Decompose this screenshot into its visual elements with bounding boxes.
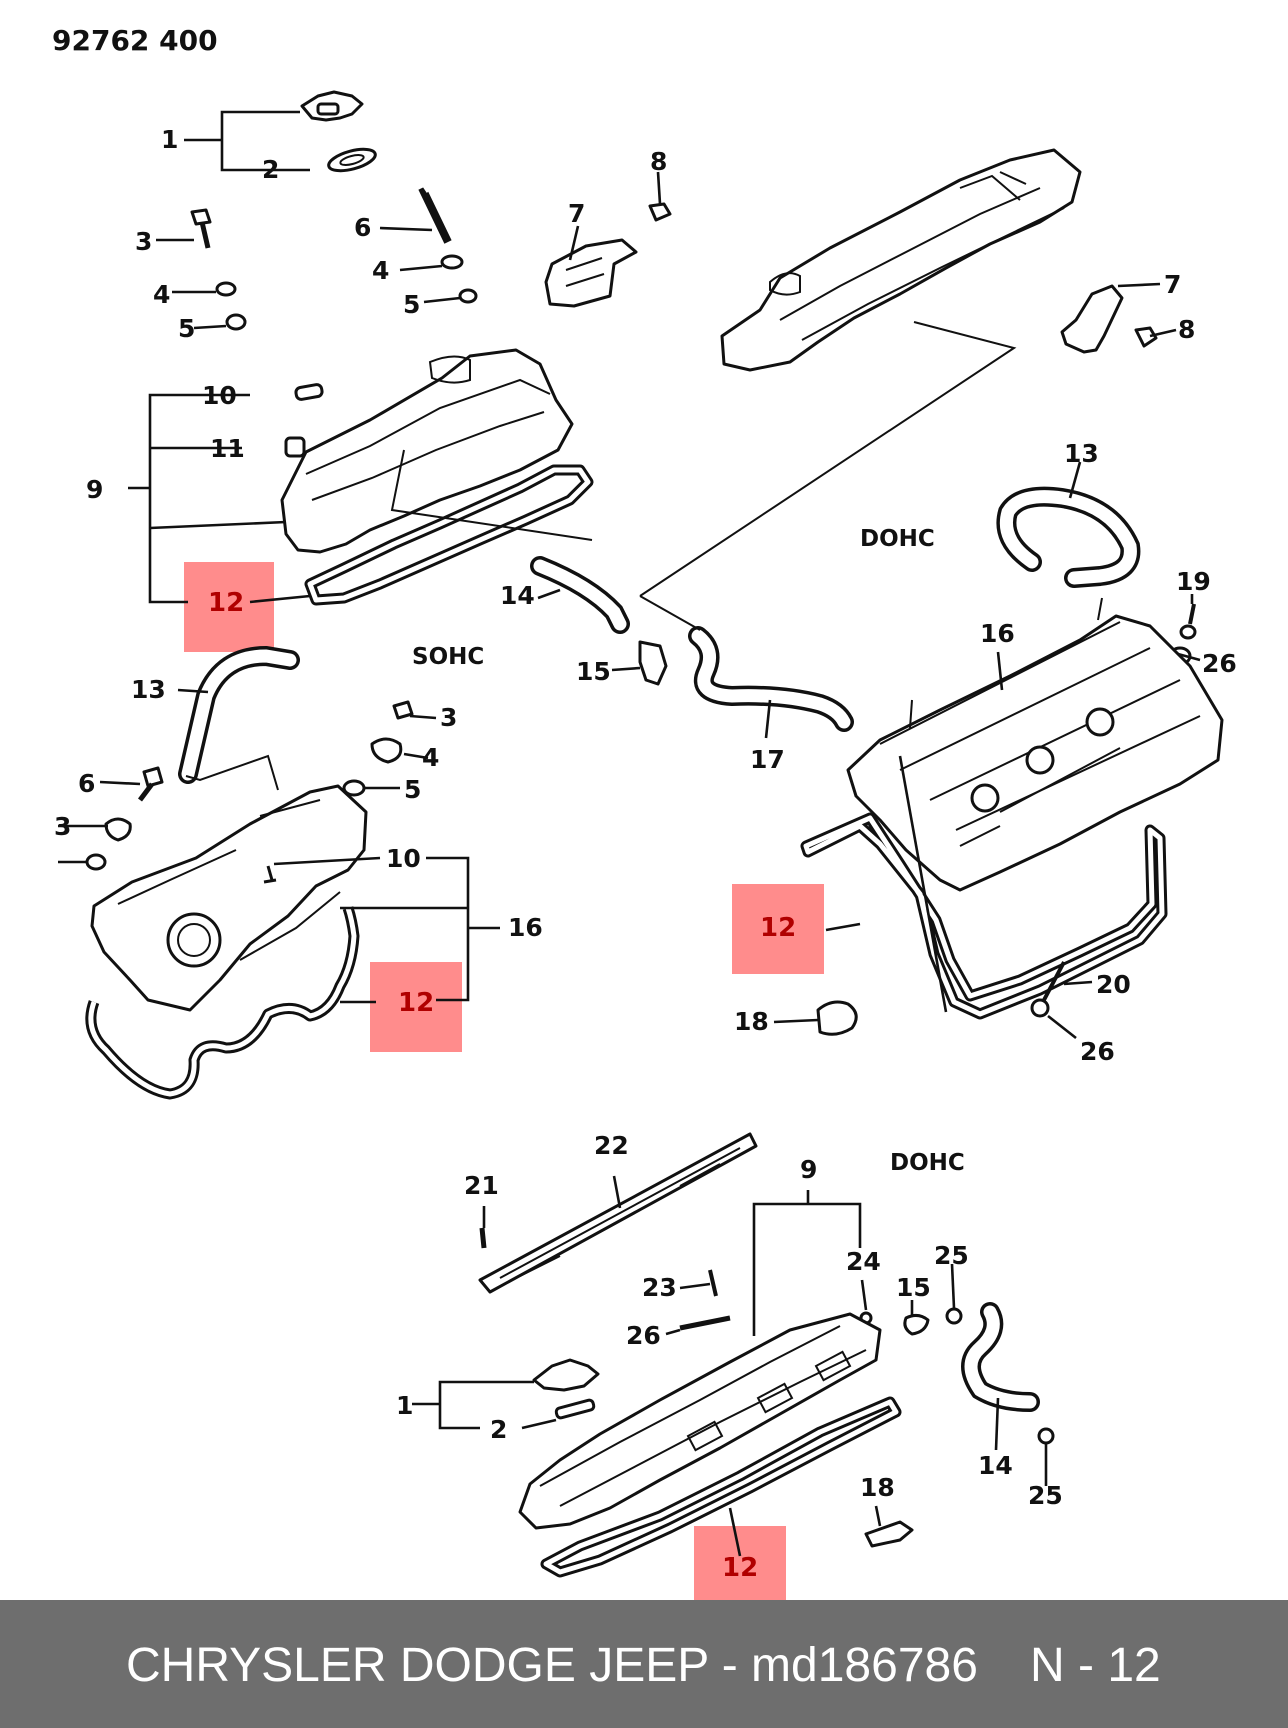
sohc-valve-cover-top (280, 348, 594, 606)
callout-20: 20 (1096, 970, 1131, 999)
callout-25: 25 (1028, 1481, 1063, 1510)
dohc-hoses (996, 461, 1197, 666)
footer-bar: CHRYSLER DODGE JEEP - md186786 N - 12 (0, 1600, 1288, 1728)
callout-2: 2 (490, 1415, 507, 1444)
callout-14: 14 (978, 1451, 1013, 1480)
dohc-head-leaders (773, 651, 1201, 1040)
callout-15: 15 (576, 657, 611, 686)
callout-6: 6 (78, 769, 95, 798)
callout-17: 17 (750, 745, 785, 774)
callout-23: 23 (642, 1273, 677, 1302)
callout-9: 9 (800, 1155, 817, 1184)
highlight-box-dohc-bottom (694, 1526, 786, 1600)
callout-3: 3 (54, 812, 71, 841)
section-label-dohc-top: DOHC (860, 526, 935, 552)
footer-page-ref: N - 12 (1030, 1639, 1161, 1692)
callout-14: 14 (500, 581, 535, 610)
callout-3: 3 (440, 703, 457, 732)
diagram-code: 92762 400 (52, 24, 218, 57)
callout-5: 5 (178, 314, 195, 343)
callout-26: 26 (1080, 1037, 1115, 1066)
callout-7: 7 (1164, 270, 1181, 299)
parts-diagram: 92762 400 (52, 24, 1237, 1600)
callout-3: 3 (135, 227, 152, 256)
callout-4: 4 (422, 743, 439, 772)
highlight-box-dohc-top (732, 884, 824, 974)
dohc-upper-cover (720, 148, 1158, 372)
callout-10: 10 (202, 381, 237, 410)
highlight-box-sohc-bottom (370, 962, 462, 1052)
callout-13: 13 (1064, 439, 1099, 468)
sohc-small-parts (190, 90, 854, 732)
highlight-box-sohc-top (184, 562, 274, 652)
callout-18: 18 (860, 1473, 895, 1502)
sohc-top-leaders (128, 110, 772, 739)
callout-12: 12 (722, 1553, 758, 1583)
callout-9: 9 (86, 475, 103, 504)
callout-13: 13 (131, 675, 166, 704)
callout-12: 12 (398, 988, 434, 1018)
callout-4: 4 (372, 256, 389, 285)
callout-25: 25 (934, 1241, 969, 1270)
callout-8: 8 (1178, 315, 1195, 344)
callout-7: 7 (568, 199, 585, 228)
callout-22: 22 (594, 1131, 629, 1160)
dohc-head-assembly (800, 597, 1224, 1020)
section-label-sohc: SOHC (412, 644, 484, 670)
callout-16: 16 (980, 619, 1015, 648)
callout-5: 5 (404, 775, 421, 804)
dohc-upper-leaders (1117, 282, 1177, 338)
callout-24: 24 (846, 1247, 881, 1276)
callout-16: 16 (508, 913, 543, 942)
section-label-dohc-bottom: DOHC (890, 1150, 965, 1176)
callout-21: 21 (464, 1171, 499, 1200)
callout-1: 1 (396, 1391, 413, 1420)
callout-26: 26 (626, 1321, 661, 1350)
callout-19: 19 (1176, 567, 1211, 596)
callout-10: 10 (386, 844, 421, 873)
connection-lines (390, 321, 1017, 631)
callout-4: 4 (153, 280, 170, 309)
callout-12: 12 (208, 588, 244, 618)
footer-brand-part-number: CHRYSLER DODGE JEEP - md186786 (126, 1639, 978, 1692)
callout-2: 2 (262, 155, 279, 184)
callout-18: 18 (734, 1007, 769, 1036)
dohc-bottom-assembly (478, 1132, 1055, 1578)
callout-5: 5 (403, 290, 420, 319)
callout-8: 8 (650, 147, 667, 176)
sohc-cover-16-leaders (58, 688, 500, 1004)
sohc-cover-16 (85, 645, 414, 1100)
callout-11: 11 (210, 434, 245, 463)
callout-1: 1 (161, 125, 178, 154)
callout-15: 15 (896, 1273, 931, 1302)
callout-6: 6 (354, 213, 371, 242)
callout-12: 12 (760, 913, 796, 943)
dohc-bottom-leaders (412, 1175, 1048, 1557)
callout-26: 26 (1202, 649, 1237, 678)
